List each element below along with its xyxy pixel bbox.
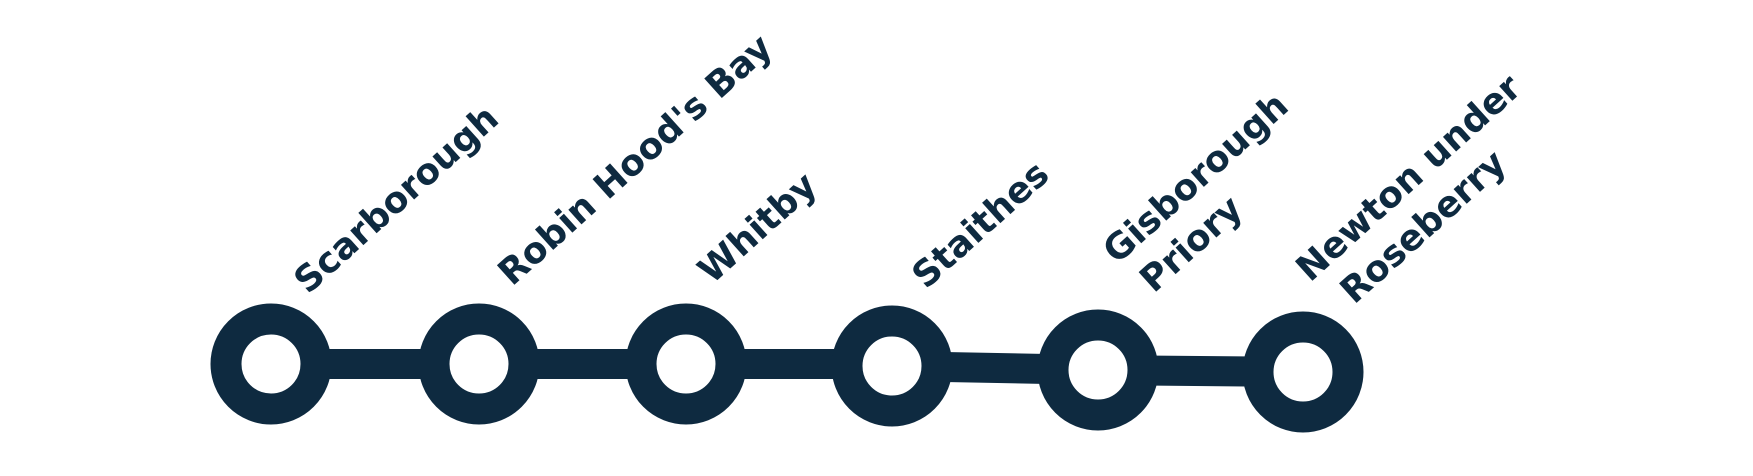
station-marker-staithes	[831, 305, 953, 427]
station-marker-gisborough-priory	[1037, 309, 1159, 431]
station-marker-whitby	[625, 303, 747, 425]
station-marker-robin-hoods-bay	[418, 303, 540, 425]
station-markers	[210, 303, 1364, 433]
station-marker-newton-under-roseberry	[1242, 311, 1364, 433]
station-marker-scarborough	[210, 303, 332, 425]
